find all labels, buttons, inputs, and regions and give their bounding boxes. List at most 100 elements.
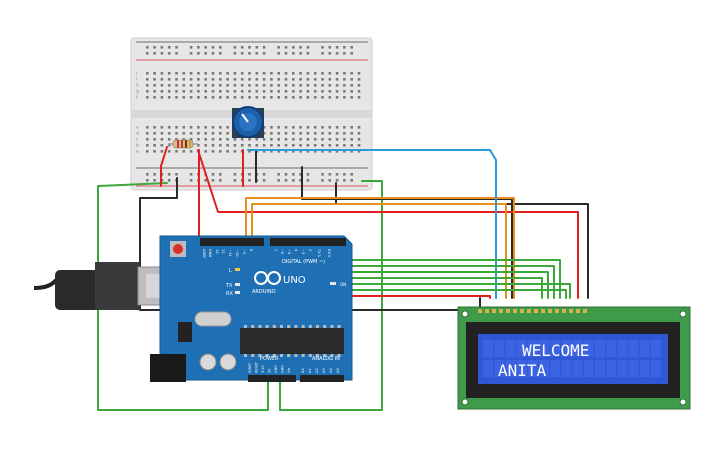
- breadboard-hole: [211, 96, 215, 99]
- lcd-mount-hole-bl: [461, 398, 469, 406]
- potentiometer[interactable]: [232, 106, 264, 138]
- breadboard-hole: [189, 90, 193, 93]
- breadboard-hole: [343, 126, 346, 129]
- breadboard-hole: [350, 72, 353, 75]
- breadboard-hole: [262, 52, 266, 55]
- breadboard-hole: [321, 90, 324, 93]
- chip-pin: [308, 325, 312, 328]
- breadboard-hole: [211, 126, 215, 129]
- lcd-cell: [505, 340, 516, 357]
- breadboard-hole: [292, 78, 295, 81]
- voltage-regulator: [178, 322, 192, 342]
- breadboard-hole: [328, 126, 332, 129]
- breadboard-hole: [189, 78, 193, 81]
- wire-orange-pin11[interactable]: [251, 203, 507, 299]
- breadboard-hole: [284, 150, 288, 153]
- breadboard-hole: [160, 150, 164, 153]
- led-rx: [235, 291, 240, 294]
- breadboard-hole: [255, 72, 259, 75]
- breadboard-hole: [167, 46, 171, 49]
- analog-pin-label: A4: [329, 368, 333, 373]
- breadboard-hole: [335, 150, 339, 153]
- led-tx-label: TX: [225, 283, 233, 289]
- breadboard-hole: [335, 132, 339, 135]
- breadboard-hole: [211, 90, 215, 93]
- breadboard-hole: [350, 150, 353, 153]
- digital-pin-label: ~9: [242, 249, 246, 255]
- breadboard-hole: [306, 132, 310, 135]
- breadboard-hole: [299, 132, 302, 135]
- lcd-pin: [534, 309, 538, 313]
- breadboard-hole: [350, 126, 353, 129]
- breadboard-holes: [146, 46, 361, 182]
- breadboard-hole: [292, 138, 295, 141]
- breadboard-hole: [197, 90, 200, 93]
- breadboard-hole: [335, 96, 339, 99]
- breadboard-hole: [299, 46, 302, 49]
- wire-red-resistor[interactable]: [160, 146, 168, 187]
- breadboard-hole: [277, 150, 280, 153]
- breadboard-hole: [197, 138, 200, 141]
- breadboard-hole: [255, 144, 259, 147]
- lcd-cell: [561, 360, 572, 377]
- digital-pin-label: 12: [221, 249, 225, 254]
- breadboard-hole: [292, 46, 295, 49]
- breadboard-hole: [357, 138, 361, 141]
- breadboard-hole: [248, 84, 251, 87]
- power-pin-label: GND: [274, 365, 278, 373]
- lcd-pin: [541, 309, 545, 313]
- led-tx: [235, 283, 240, 286]
- breadboard-hole: [313, 84, 317, 87]
- lcd-header-pins: [478, 309, 587, 313]
- reset-button-cap[interactable]: [173, 244, 183, 254]
- breadboard-hole: [284, 179, 288, 182]
- breadboard-hole: [357, 72, 361, 75]
- wire-green-d0[interactable]: [329, 237, 567, 299]
- breadboard-hole: [313, 90, 317, 93]
- chip-pin: [265, 354, 269, 357]
- breadboard-hole: [350, 78, 353, 81]
- breadboard-hole: [313, 138, 317, 141]
- breadboard-hole: [350, 90, 353, 93]
- resistor[interactable]: [168, 139, 198, 149]
- wire-black-gnd-right[interactable]: [335, 182, 589, 299]
- breadboard-hole: [255, 78, 259, 81]
- breadboard-hole: [189, 46, 193, 49]
- digital-pin-label: ~6: [280, 249, 284, 255]
- breadboard-hole: [204, 138, 207, 141]
- wire-green-gnd-right[interactable]: [279, 180, 383, 411]
- chip-pin: [301, 354, 305, 357]
- lcd-cell: [595, 360, 605, 377]
- header-power: [248, 375, 296, 382]
- breadboard-hole: [284, 72, 288, 75]
- breadboard-hole: [262, 72, 266, 75]
- breadboard-hole: [284, 132, 288, 135]
- breadboard-hole: [299, 90, 302, 93]
- breadboard-hole: [211, 132, 215, 135]
- breadboard-hole: [160, 78, 164, 81]
- breadboard-hole: [262, 90, 266, 93]
- power-pin-label: IOREF: [248, 363, 252, 373]
- breadboard-hole: [270, 90, 273, 93]
- breadboard-hole: [197, 132, 200, 135]
- breadboard-hole: [343, 132, 346, 135]
- wire-orange-pin12[interactable]: [245, 197, 515, 299]
- breadboard-hole: [204, 96, 207, 99]
- chip-pin: [301, 325, 305, 328]
- breadboard-hole: [262, 78, 266, 81]
- wire-blue-contrast[interactable]: [247, 149, 497, 299]
- breadboard-hole: [277, 138, 280, 141]
- wire-green-gnd-left[interactable]: [97, 182, 269, 411]
- breadboard-hole: [328, 150, 332, 153]
- breadboard-hole: [328, 72, 332, 75]
- breadboard-hole: [204, 78, 207, 81]
- breadboard-hole: [153, 52, 156, 55]
- breadboard-hole: [328, 52, 332, 55]
- breadboard-hole: [219, 46, 222, 49]
- breadboard-hole: [313, 96, 317, 99]
- breadboard-hole: [167, 96, 171, 99]
- breadboard-hole: [284, 126, 288, 129]
- wire-red-vcc[interactable]: [197, 149, 579, 299]
